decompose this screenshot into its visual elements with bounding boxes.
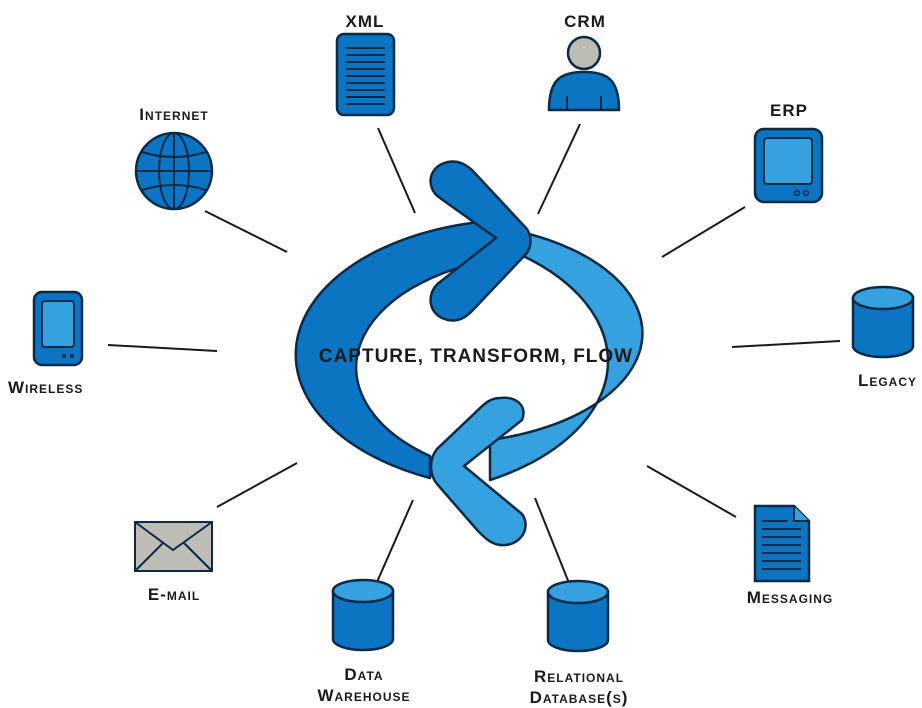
legacy-label: Legacy: [857, 371, 917, 390]
wireless-label: Wireless: [8, 378, 84, 397]
connector-xml: [377, 127, 416, 214]
data-warehouse-database-icon: [331, 578, 395, 652]
connector-legacy: [731, 340, 841, 348]
globe-icon: [134, 131, 214, 211]
messaging-label: Messaging: [746, 588, 834, 607]
connector-erp: [661, 206, 746, 258]
relational-label-line2: Database(s): [529, 688, 629, 707]
erp-label: ERP: [770, 101, 808, 120]
email-label: E-mail: [147, 585, 201, 604]
crm-label: CRM: [564, 12, 606, 31]
connector-crm: [537, 123, 581, 215]
connector-internet: [204, 210, 288, 253]
connector-messaging: [646, 465, 737, 518]
light-arrowhead: [429, 396, 527, 547]
person-icon: [547, 35, 621, 112]
dark-arrowhead: [429, 160, 532, 322]
connector-email: [216, 462, 298, 508]
data-warehouse-label-line1: Data: [344, 665, 384, 684]
dark-arc: [294, 218, 507, 480]
legacy-database-icon: [851, 285, 915, 359]
relational-label: Relational Database(s): [530, 666, 629, 708]
handheld-device-icon: [32, 290, 84, 367]
relational-label-line1: Relational: [533, 667, 625, 686]
envelope-icon: [134, 521, 213, 572]
cycle-title: CAPTURE, TRANSFORM, FLOW: [318, 346, 634, 367]
data-warehouse-label-line2: Warehouse: [317, 686, 411, 705]
terminal-icon: [753, 127, 824, 204]
document-icon: [335, 32, 396, 117]
connector-relational: [534, 497, 570, 584]
cycle-ring: [294, 160, 644, 547]
internet-label: Internet: [139, 105, 209, 124]
connector-wireless: [107, 344, 218, 352]
xml-label: XML: [345, 12, 385, 31]
data-warehouse-label: Data Warehouse: [317, 664, 410, 706]
page-icon: [753, 504, 811, 583]
connector-lines: [107, 123, 841, 584]
connector-data-warehouse: [376, 499, 414, 583]
light-arc: [488, 230, 644, 482]
relational-database-icon: [546, 579, 610, 653]
